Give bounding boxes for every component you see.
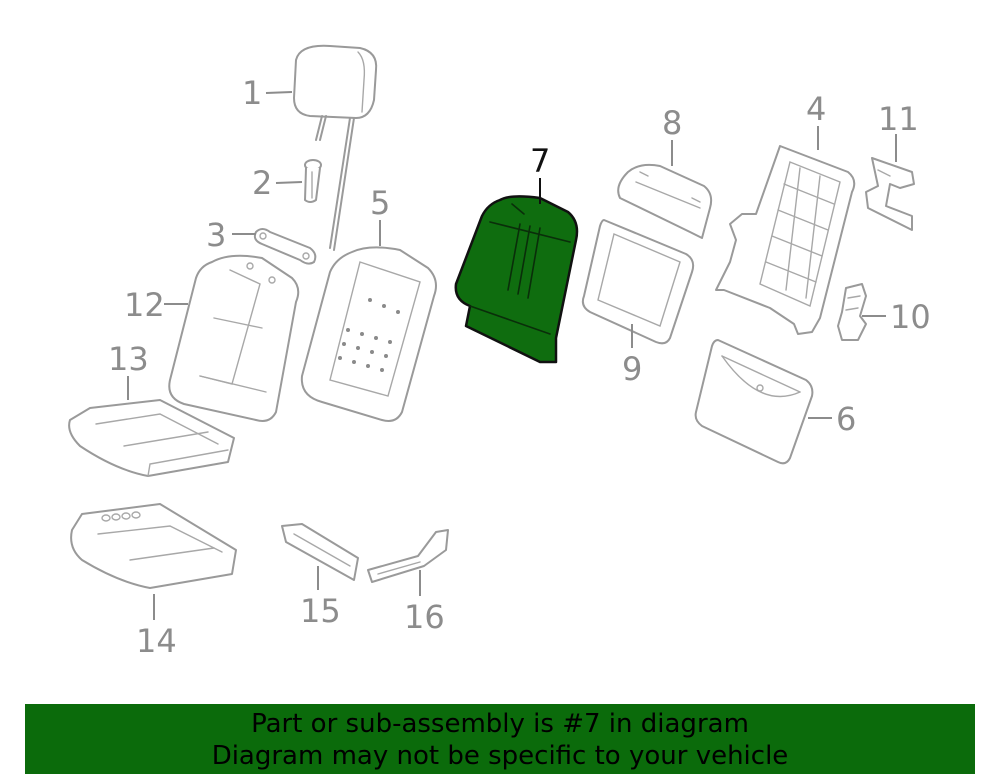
part-15-side-trim[interactable]	[281, 523, 359, 581]
callout-8: 8	[662, 104, 682, 142]
callout-16: 16	[404, 598, 445, 636]
part-4-seatback-frame[interactable]	[715, 145, 856, 335]
part-8-upper-panel[interactable]	[617, 163, 713, 239]
part-7-seatback-pad[interactable]	[454, 195, 579, 364]
part-3-bracket[interactable]	[253, 228, 317, 265]
part-12-seatback-cover[interactable]	[168, 254, 300, 422]
part-9-back-panel[interactable]	[581, 219, 695, 345]
callout-4: 4	[806, 90, 826, 128]
part-16-trim-bracket[interactable]	[367, 529, 449, 583]
callout-15: 15	[300, 592, 341, 630]
leader-2	[275, 181, 303, 184]
banner-line-2: Diagram may not be specific to your vehi…	[211, 741, 789, 771]
banner-line-1: Part or sub-assembly is #7 in diagram	[251, 709, 749, 739]
callout-7: 7	[530, 142, 550, 180]
part-2-headrest-guide[interactable]	[304, 159, 322, 203]
callout-6: 6	[836, 400, 856, 438]
part-14-cushion-pad[interactable]	[70, 503, 237, 589]
callout-1: 1	[242, 74, 262, 112]
callout-13: 13	[108, 340, 149, 378]
part-13-cushion-cover[interactable]	[68, 399, 235, 477]
part-11-bracket[interactable]	[865, 157, 915, 231]
callout-3: 3	[206, 216, 226, 254]
callout-12: 12	[124, 286, 165, 324]
callout-9: 9	[622, 350, 642, 388]
callout-2: 2	[252, 164, 272, 202]
part-6-back-board[interactable]	[694, 339, 814, 465]
callout-10: 10	[890, 298, 931, 336]
part-1-headrest[interactable]	[293, 44, 378, 251]
leader-1	[265, 91, 293, 94]
seat-parts-diagram: 1 2 3 4 5 6 7 8 9 10 11 12 13 14 15 16	[68, 44, 931, 660]
part-5-seatback-trim[interactable]	[300, 246, 437, 422]
callout-5: 5	[370, 184, 390, 222]
callout-11: 11	[878, 100, 919, 138]
info-banner: Part or sub-assembly is #7 in diagram Di…	[25, 704, 975, 774]
callout-14: 14	[136, 622, 177, 660]
part-10-latch[interactable]	[837, 283, 867, 341]
